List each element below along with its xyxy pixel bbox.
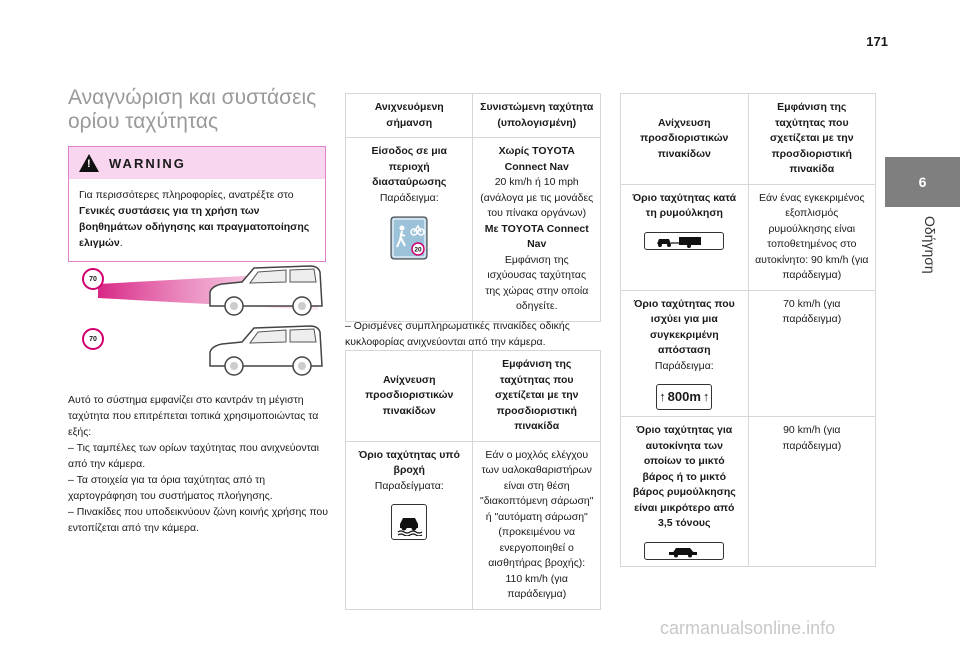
- table-row: Όριο ταχύτητας κατά τη ρυμούλκηση Εάν έν…: [620, 183, 877, 291]
- speed-limit-sign-icon: 70: [82, 268, 104, 290]
- sign-illustration: [352, 504, 466, 540]
- table-header: Ανίχνευση προσδιοριστικών πινακίδων: [620, 93, 749, 185]
- sign-illustration: [627, 231, 742, 250]
- warning-header: WARNING: [69, 147, 325, 179]
- illustration-camera-bottom: 70: [80, 322, 326, 378]
- example-label: Παραδείγματα:: [374, 479, 444, 492]
- table-row: Όριο ταχύτητας για αυτοκίνητα των οποίων…: [620, 416, 877, 567]
- table-cell: Όριο ταχύτητας κατά τη ρυμούλκηση: [620, 183, 749, 291]
- table-cell: Εάν ένας εγκεκριμένος εξοπλισμός ρυμούλκ…: [747, 183, 877, 291]
- table-cell: Εάν ο μοχλός ελέγχου των υαλοκαθαριστήρω…: [472, 440, 601, 610]
- table-header: Ανιχνευόμενη σήμανση: [344, 93, 474, 138]
- table-row: Όριο ταχύτητας υπό βροχή Παραδείγματα: Ε…: [344, 440, 601, 610]
- supplementary-note: – Ορισμένες συμπληρωματικές πινακίδες οδ…: [345, 320, 570, 348]
- table-cell: 90 km/h (για παράδειγμα): [747, 416, 877, 567]
- warning-text-2: .: [119, 237, 123, 249]
- bullet-item: – Τις ταμπέλες των ορίων ταχύτητας που α…: [68, 442, 320, 470]
- table-header: Εμφάνιση της ταχύτητας που σχετίζεται με…: [472, 350, 601, 442]
- warning-box: WARNING Για περισσότερες πληροφορίες, αν…: [68, 146, 326, 262]
- warning-text: Για περισσότερες πληροφορίες, ανατρέξτε …: [69, 179, 325, 261]
- detected-sign-label: Όριο ταχύτητας για αυτοκίνητα των οποίων…: [632, 424, 736, 529]
- warning-text-1: Για περισσότερες πληροφορίες, ανατρέξτε …: [79, 189, 294, 201]
- table-header-row: Ανίχνευση προσδιοριστικών πινακίδων Εμφά…: [344, 350, 601, 442]
- distance-value: 800m: [667, 389, 701, 405]
- table-cell: Είσοδος σε μια περιοχή διασταύρωσης Παρά…: [344, 137, 474, 322]
- table-header: Εμφάνιση της ταχύτητας που σχετίζεται με…: [747, 93, 877, 185]
- example-label: Παράδειγμα:: [379, 191, 439, 204]
- arrow-up-icon: ↑: [702, 389, 710, 405]
- sign-illustration: ↑ 800m ↑: [627, 384, 742, 410]
- detected-sign-label: Όριο ταχύτητας υπό βροχή: [358, 448, 460, 477]
- speed-option-label: Με TOYOTA Connect Nav: [484, 222, 589, 251]
- bullet-item: – Πινακίδες που υποδεικνύουν ζώνη κοινής…: [68, 506, 328, 534]
- car-weight-sign-icon: [644, 541, 725, 560]
- detected-sign-label: Όριο ταχύτητας που ισχύει για μια συγκεκ…: [633, 297, 735, 357]
- speed-option-text: Εμφάνιση της ισχύουσας ταχύτητας της χώρ…: [485, 253, 589, 313]
- table-row: Όριο ταχύτητας που ισχύει για μια συγκεκ…: [620, 289, 877, 417]
- table-cell: Όριο ταχύτητας που ισχύει για μια συγκεκ…: [620, 289, 749, 417]
- shared-zone-sign-icon: 20: [390, 216, 428, 260]
- page-number: 171: [866, 34, 888, 49]
- supplementary-signs-table-2: Ανίχνευση προσδιοριστικών πινακίδων Εμφά…: [620, 93, 877, 567]
- table-cell: Όριο ταχύτητας υπό βροχή Παραδείγματα:: [344, 440, 474, 610]
- warning-triangle-icon: [79, 154, 99, 172]
- bullet-item: – Τα στοιχεία για τα όρια ταχύτητας από …: [68, 474, 273, 502]
- shared-zone-speed-label: 20: [415, 247, 423, 254]
- left-column: Αναγνώριση και συστάσεις ορίου ταχύτητας…: [68, 86, 326, 262]
- chapter-label: Οδήγηση: [922, 216, 938, 274]
- section-title: Αναγνώριση και συστάσεις ορίου ταχύτητας: [68, 86, 317, 133]
- detected-sign-label: Είσοδος σε μια περιοχή διασταύρωσης: [371, 145, 448, 188]
- speed-limit-sign-icon: 70: [82, 328, 104, 350]
- table-cell: Χωρίς TOYOTA Connect Nav 20 km/h ή 10 mp…: [472, 137, 601, 322]
- speed-option-label: Χωρίς TOYOTA Connect Nav: [498, 145, 575, 173]
- table-header-row: Ανιχνευόμενη σήμανση Συνιστώμενη ταχύτητ…: [344, 93, 601, 138]
- detected-sign-label: Όριο ταχύτητας κατά τη ρυμούλκηση: [632, 191, 737, 220]
- table-header: Ανίχνευση προσδιοριστικών πινακίδων: [344, 350, 474, 442]
- towing-sign-icon: [644, 231, 725, 250]
- signage-table: Ανιχνευόμενη σήμανση Συνιστώμενη ταχύτητ…: [344, 93, 601, 322]
- distance-sign-icon: ↑ 800m ↑: [656, 384, 713, 410]
- table-row: Είσοδος σε μια περιοχή διασταύρωσης Παρά…: [344, 137, 601, 322]
- table-header: Συνιστώμενη ταχύτητα (υπολογισμένη): [472, 93, 601, 138]
- warning-title: WARNING: [109, 155, 186, 171]
- supplementary-signs-table: Ανίχνευση προσδιοριστικών πινακίδων Εμφά…: [344, 350, 601, 610]
- rain-sign-icon: [391, 504, 428, 540]
- sign-illustration: 20: [352, 216, 466, 260]
- chapter-tab[interactable]: 6: [885, 157, 960, 207]
- sign-illustration: [627, 541, 742, 560]
- car-icon: [209, 325, 323, 376]
- body-text: Αυτό το σύστημα εμφανίζει στο καντράν τη…: [68, 392, 328, 536]
- car-icon: [209, 265, 323, 316]
- warning-text-bold: Γενικές συστάσεις για τη χρήση των βοηθη…: [79, 205, 310, 249]
- table-cell: Όριο ταχύτητας για αυτοκίνητα των οποίων…: [620, 416, 749, 567]
- example-label: Παράδειγμα:: [654, 359, 714, 372]
- watermark: carmanualsonline.info: [660, 618, 836, 638]
- illustration-camera-top: 70: [80, 262, 326, 318]
- table-cell: 70 km/h (για παράδειγμα): [747, 289, 877, 417]
- intro-paragraph: Αυτό το σύστημα εμφανίζει στο καντράν τη…: [68, 394, 319, 438]
- arrow-up-icon: ↑: [659, 389, 666, 405]
- table-header-row: Ανίχνευση προσδιοριστικών πινακίδων Εμφά…: [620, 93, 877, 185]
- speed-option-text: 20 km/h ή 10 mph (ανάλογα με τις μονάδες…: [480, 176, 594, 219]
